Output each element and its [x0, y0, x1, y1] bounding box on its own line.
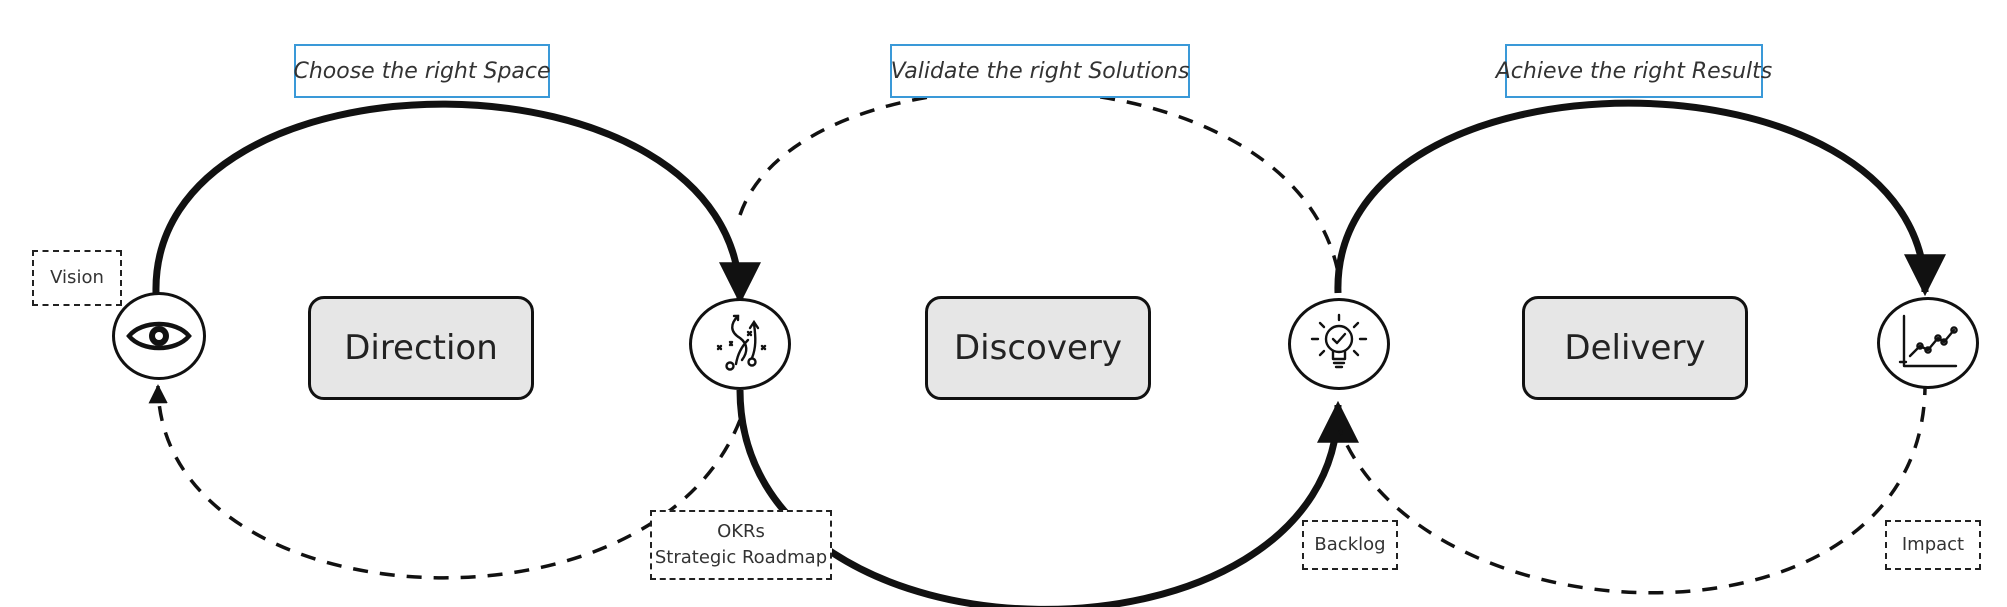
arc-strategy-to-idea-bottom — [736, 389, 1359, 607]
note-vision-text: Vision — [50, 267, 104, 288]
eye-icon — [126, 321, 192, 351]
phase-label-results: Achieve the right Results — [1496, 44, 1772, 98]
node-strategy — [689, 298, 791, 390]
arc-vision-to-strategy — [152, 100, 761, 305]
arc-strategy-to-vision — [148, 384, 742, 580]
stage-delivery: Delivery — [1522, 296, 1748, 400]
note-impact: Impact — [1885, 520, 1981, 570]
node-results — [1877, 297, 1979, 389]
note-roadmap-text: Strategic Roadmap — [654, 547, 828, 568]
note-impact-text: Impact — [1901, 534, 1965, 555]
arc-idea-to-chart — [1334, 99, 1946, 297]
lightbulb-check-icon — [1310, 313, 1368, 369]
strategy-play-icon — [716, 314, 767, 371]
note-vision: Vision — [32, 250, 122, 306]
stage-direction: Direction — [308, 296, 534, 400]
arc-chart-to-idea — [1338, 379, 1927, 595]
note-okrs-roadmap: OKRs Strategic Roadmap — [650, 510, 832, 580]
note-backlog-text: Backlog — [1314, 534, 1386, 555]
stage-discovery: Discovery — [925, 296, 1151, 400]
note-backlog: Backlog — [1302, 520, 1398, 570]
arc-strategy-to-idea — [738, 88, 1340, 273]
phase-label-space: Choose the right Space — [293, 44, 551, 98]
node-vision — [112, 292, 206, 380]
line-chart-icon — [1898, 314, 1958, 368]
node-idea — [1288, 298, 1390, 390]
phase-label-solutions: Validate the right Solutions — [890, 44, 1190, 98]
note-okrs-text: OKRs — [717, 521, 765, 542]
